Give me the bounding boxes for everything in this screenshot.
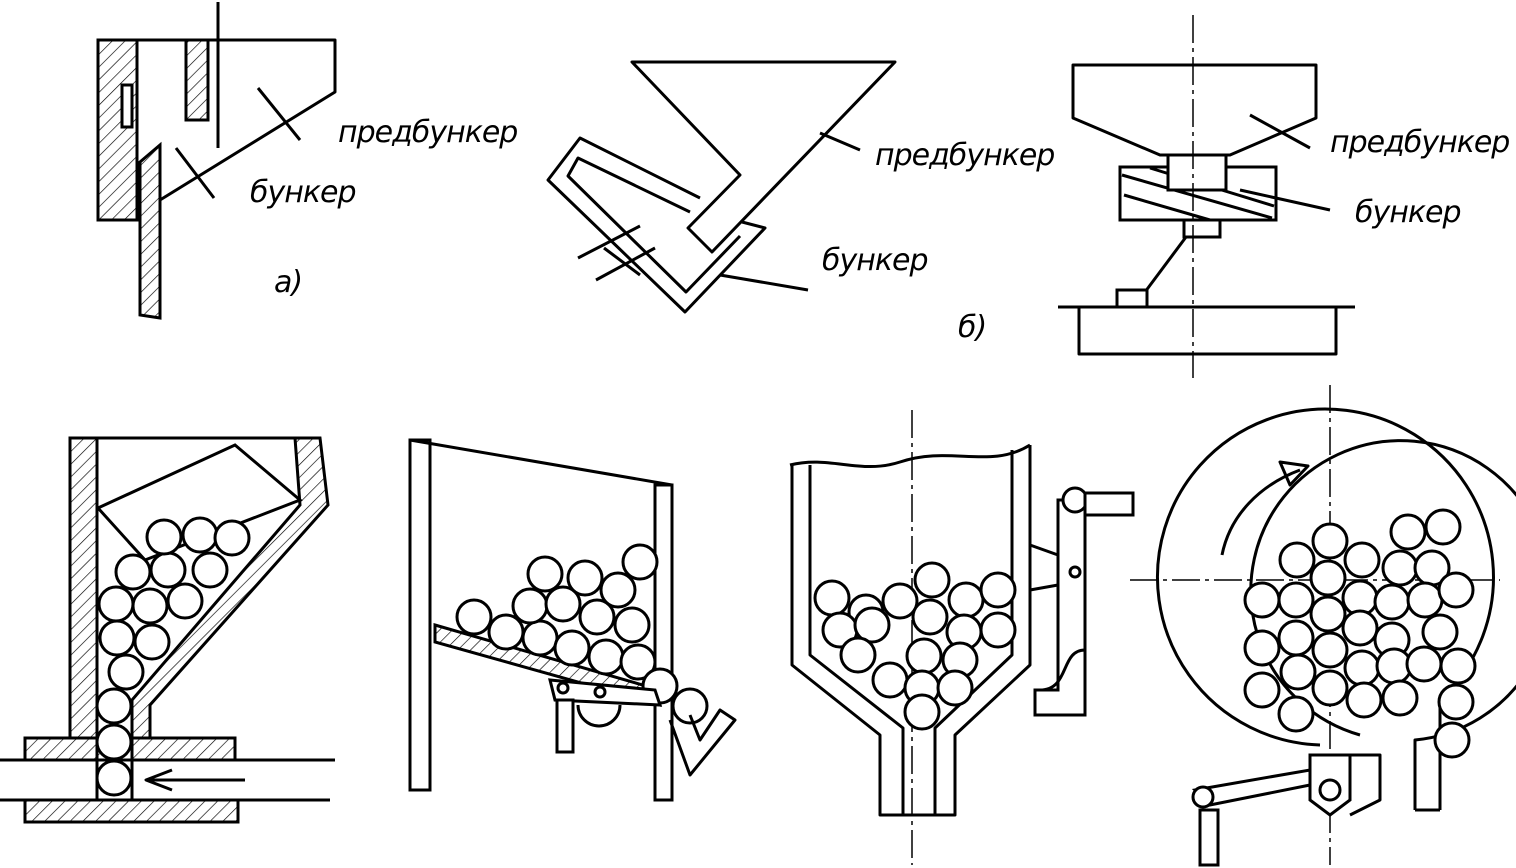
ball — [1389, 513, 1427, 551]
tray-feeder — [408, 438, 737, 802]
ball — [213, 519, 251, 557]
ball — [1424, 508, 1462, 546]
ball — [903, 693, 941, 731]
ball — [871, 661, 909, 699]
ball — [544, 585, 582, 623]
ball — [1278, 541, 1316, 579]
ball — [947, 581, 985, 619]
caption-b: б) — [958, 310, 986, 345]
ball — [881, 582, 919, 620]
ball — [1311, 669, 1349, 707]
ball — [1311, 631, 1349, 669]
ball — [97, 585, 135, 623]
ball — [979, 611, 1017, 649]
label-bunker: бункер — [1355, 195, 1461, 230]
ball — [578, 598, 616, 636]
ball — [813, 579, 851, 617]
ball — [107, 653, 145, 691]
ball — [455, 598, 493, 636]
ball — [839, 636, 877, 674]
label-prebunker: предбункер — [1330, 125, 1509, 160]
ball — [911, 598, 949, 636]
ball — [526, 555, 564, 593]
ball — [1243, 629, 1281, 667]
ball — [1437, 683, 1475, 721]
ball — [511, 587, 549, 625]
ball — [95, 687, 133, 725]
ball — [166, 582, 204, 620]
ball — [95, 723, 133, 761]
ball — [619, 643, 657, 681]
ball — [114, 553, 152, 591]
agitator-hopper — [789, 410, 1135, 865]
diagram-b: предбункер бункер б) — [958, 15, 1510, 378]
ball — [1311, 522, 1349, 560]
caption-a: а) — [274, 265, 302, 300]
ball — [553, 629, 591, 667]
ball — [853, 606, 891, 644]
label-prebunker: предбункер — [875, 138, 1054, 173]
ball — [1343, 541, 1381, 579]
ball — [1277, 581, 1315, 619]
ball — [905, 637, 943, 675]
label-prebunker: предбункер — [338, 115, 517, 150]
ball — [599, 571, 637, 609]
ball — [913, 561, 951, 599]
gravity-feeder — [0, 436, 335, 824]
ball — [181, 516, 219, 554]
ball — [1277, 695, 1315, 733]
ball — [1277, 619, 1315, 657]
ball — [1381, 549, 1419, 587]
ball — [191, 551, 229, 589]
ball — [979, 571, 1017, 609]
ball — [145, 518, 183, 556]
ball — [621, 543, 659, 581]
ball — [613, 606, 651, 644]
ball — [487, 613, 525, 651]
ball — [521, 619, 559, 657]
ball — [1406, 581, 1444, 619]
ball — [1341, 609, 1379, 647]
rotary-drum — [1130, 385, 1516, 867]
ball — [1309, 559, 1347, 597]
diagram-a: предбункер бункер а) — [96, 2, 518, 320]
ball — [131, 587, 169, 625]
ball — [1439, 647, 1477, 685]
ball — [1437, 571, 1475, 609]
ball — [1405, 645, 1443, 683]
ball — [566, 559, 604, 597]
ball — [149, 551, 187, 589]
ball — [95, 759, 133, 797]
ball — [587, 638, 625, 676]
ball — [1243, 581, 1281, 619]
ball — [133, 623, 171, 661]
ball — [1279, 653, 1317, 691]
ball — [936, 669, 974, 707]
label-bunker: бункер — [250, 175, 356, 210]
diagram-inclined: предбункер бункер — [546, 60, 1055, 314]
ball — [1433, 721, 1471, 759]
ball — [1345, 681, 1383, 719]
ball — [1343, 649, 1381, 687]
ball — [1243, 671, 1281, 709]
label-bunker: бункер — [822, 243, 928, 278]
ball — [1373, 583, 1411, 621]
ball — [98, 619, 136, 657]
ball — [1381, 679, 1419, 717]
ball — [671, 687, 709, 725]
ball — [1309, 595, 1347, 633]
ball — [1421, 613, 1459, 651]
